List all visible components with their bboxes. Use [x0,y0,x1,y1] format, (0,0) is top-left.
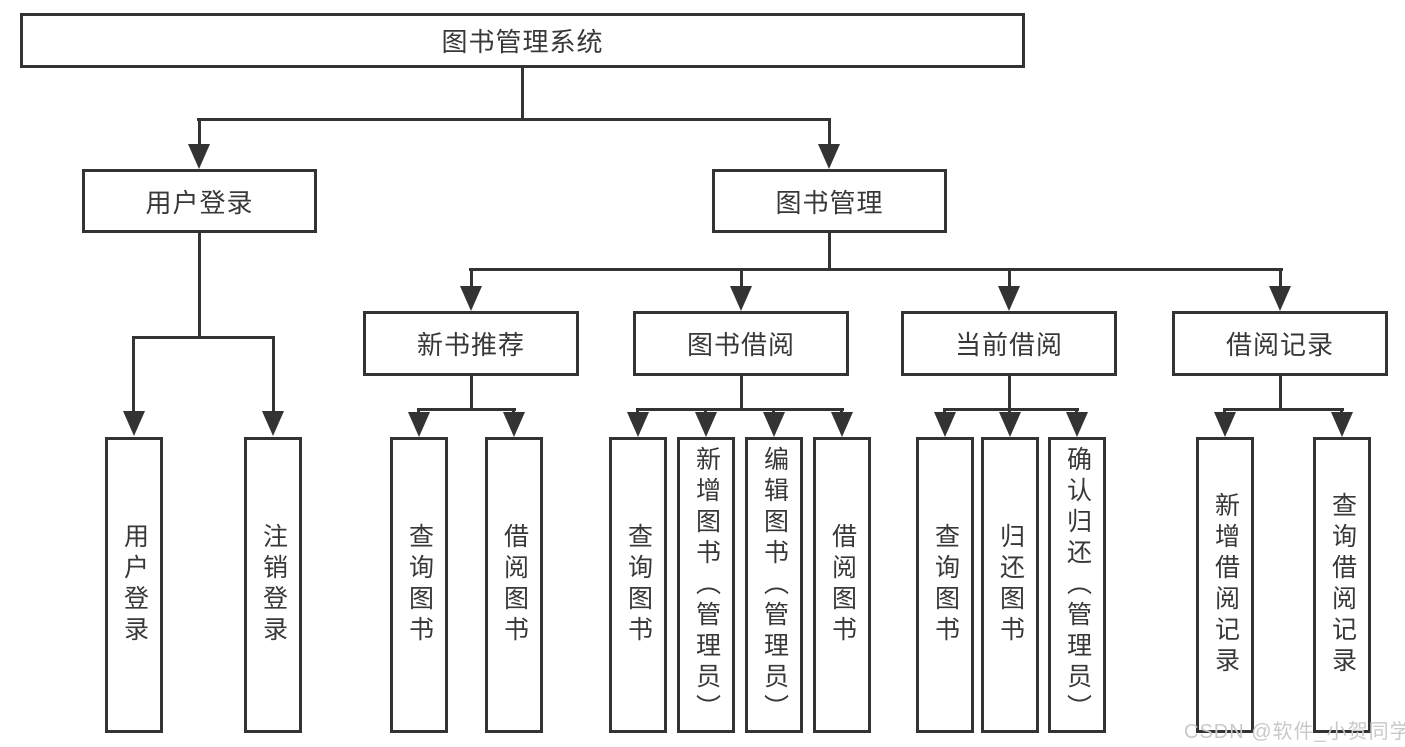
leaf-query-borrow-record-label: 查询借阅记录 [1328,492,1357,678]
leaf-confirm-return-admin: 确认归还（管理员） [1048,437,1106,733]
node-current-borrow: 当前借阅 [901,311,1117,376]
leaf-current-query-books: 查询图书 [916,437,974,733]
connector-drop-sec-1 [470,268,473,288]
node-current-borrow-label: 当前借阅 [954,330,1063,360]
leaf-add-borrow-record-label: 新增借阅记录 [1211,492,1240,678]
leaf-borrow-books-label: 借阅图书 [828,523,857,647]
connector-drop-book-management [828,118,831,148]
csdn-watermark: CSDN @软件_小贺同学 [1184,721,1405,743]
connector-mgmt-bar [469,268,1283,271]
leaf-user-login-label: 用户登录 [120,523,149,647]
arrow-s3-3 [1066,412,1088,437]
connector-login-bar [132,336,275,339]
leaf-borrow-query-books: 查询图书 [609,437,667,733]
leaf-recommend-query-books: 查询图书 [390,437,448,733]
node-book-borrow-label: 图书借阅 [686,330,795,360]
leaf-add-books-admin: 新增图书（管理员） [677,437,735,733]
leaf-logout-label: 注销登录 [259,523,288,647]
leaf-add-books-admin-label: 新增图书（管理员） [692,445,721,725]
connector-root-stub [521,68,524,118]
arrow-s3-1 [934,412,956,437]
leaf-recommend-query-books-label: 查询图书 [405,523,434,647]
arrow-s1-1 [408,412,430,437]
leaf-user-login: 用户登录 [105,437,163,733]
connector-s1-stub [470,376,473,408]
connector-drop-sec-4 [1279,268,1282,288]
node-borrow-records-label: 借阅记录 [1225,330,1334,360]
arrow-sec-2 [730,286,752,311]
connector-s4-stub [1279,376,1282,408]
connector-drop-sec-2 [740,268,743,288]
arrow-s2-1 [627,412,649,437]
leaf-borrow-books: 借阅图书 [813,437,871,733]
arrow-s2-4 [831,412,853,437]
connector-s3-bar [943,408,1079,411]
connector-s4-bar [1223,408,1344,411]
connector-s3-stub [1008,376,1011,408]
connector-root-bar [197,118,831,121]
arrow-sec-3 [998,286,1020,311]
arrow-s4-1 [1214,412,1236,437]
leaf-current-query-books-label: 查询图书 [931,523,960,647]
leaf-return-books-label: 归还图书 [996,523,1025,647]
node-user-login: 用户登录 [82,169,317,233]
connector-drop-login-1 [132,336,135,412]
node-new-book-recommend: 新书推荐 [363,311,579,376]
connector-s1-bar [417,408,516,411]
connector-drop-login-2 [272,336,275,412]
arrow-sec-1 [460,286,482,311]
arrow-user-login [188,144,210,169]
node-book-borrow: 图书借阅 [633,311,849,376]
arrow-s2-2 [695,412,717,437]
node-new-book-recommend-label: 新书推荐 [416,330,525,360]
leaf-confirm-return-admin-label: 确认归还（管理员） [1063,445,1092,725]
connector-login-stub [198,233,201,336]
arrow-sec-4 [1269,286,1291,311]
connector-s2-bar [636,408,844,411]
connector-drop-user-login [198,118,201,148]
leaf-query-borrow-record: 查询借阅记录 [1313,437,1371,733]
arrow-s1-2 [503,412,525,437]
node-book-management: 图书管理 [712,169,947,233]
leaf-recommend-borrow-books: 借阅图书 [485,437,543,733]
leaf-logout: 注销登录 [244,437,302,733]
connector-s2-stub [740,376,743,408]
node-user-login-label: 用户登录 [145,187,254,218]
leaf-return-books: 归还图书 [981,437,1039,733]
node-library-system: 图书管理系统 [20,13,1025,68]
leaf-edit-books-admin: 编辑图书（管理员） [745,437,803,733]
arrow-s3-2 [999,412,1021,437]
arrow-s2-3 [763,412,785,437]
leaf-add-borrow-record: 新增借阅记录 [1196,437,1254,733]
node-book-management-label: 图书管理 [775,187,884,218]
leaf-edit-books-admin-label: 编辑图书（管理员） [760,445,789,725]
connector-drop-sec-3 [1008,268,1011,288]
connector-mgmt-stub [828,233,831,268]
leaf-borrow-query-books-label: 查询图书 [624,523,653,647]
node-library-system-label: 图书管理系统 [441,27,604,57]
arrow-login-1 [123,411,145,436]
leaf-recommend-borrow-books-label: 借阅图书 [500,523,529,647]
node-borrow-records: 借阅记录 [1172,311,1388,376]
arrow-book-management [818,144,840,169]
arrow-login-2 [262,411,284,436]
arrow-s4-2 [1331,412,1353,437]
